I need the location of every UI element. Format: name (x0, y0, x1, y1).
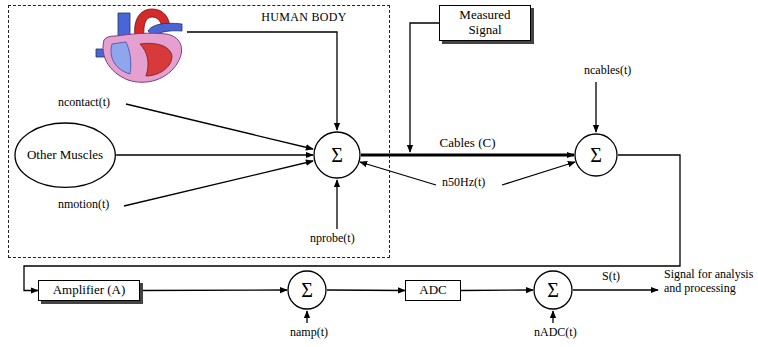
signal-connector (461, 289, 533, 291)
left-ventricle (140, 43, 172, 76)
label-holder: ncontact(t) (58, 96, 110, 110)
signal-name: nprobe(t) (310, 232, 355, 246)
node-text: Measured Signal (444, 8, 526, 38)
label-holder: nprobe(t) (310, 232, 355, 246)
output-arrow (573, 289, 658, 290)
connector-label: Cables (C) (438, 135, 498, 151)
sum-circle: Σ (313, 131, 361, 179)
noise-arrow (124, 161, 313, 206)
signal-name: ncontact(t) (58, 96, 110, 110)
node-text: Σ (547, 280, 559, 300)
sum-outline (314, 132, 360, 178)
measured-signal-pointer (410, 23, 440, 152)
node-text: Σ (331, 145, 343, 165)
node-text: Amplifier (A) (53, 283, 126, 298)
node-text: Σ (301, 280, 313, 300)
heart-signal-arrow (187, 32, 337, 130)
sum-outline (288, 271, 326, 309)
signal-name: nmotion(t) (58, 198, 109, 212)
noise-arrow (336, 180, 337, 229)
heart-body (103, 33, 182, 82)
label-holder: Signal for analysis and processing (664, 268, 754, 296)
signal-connector (116, 154, 313, 155)
label-holder: nmotion(t) (58, 198, 109, 212)
label-holder: n50Hz(t) (442, 176, 485, 190)
ellipse-outline (15, 123, 115, 187)
noise-arrow (126, 104, 313, 149)
process-box: Measured Signal (439, 5, 531, 41)
signal-name: namp(t) (290, 326, 328, 340)
sum-outline (575, 134, 617, 176)
node-text: Other Muscles (27, 148, 103, 163)
label-holder: S(t) (602, 270, 620, 284)
signal-connector (140, 289, 287, 291)
signal-name: nADC(t) (534, 326, 577, 340)
label-holder: Cables (C) (438, 135, 498, 151)
sum-circle: Σ (574, 133, 618, 177)
noise-arrow (552, 311, 553, 323)
signal-connector (361, 154, 574, 157)
right-ventricle (111, 42, 131, 74)
sum-outline (534, 271, 572, 309)
signal-name: n50Hz(t) (442, 176, 485, 190)
noise-arrow (595, 82, 596, 132)
signal-name: S(t) (602, 270, 620, 284)
heart-illustration (96, 9, 182, 82)
amplifier-box: Amplifier (A) (38, 280, 140, 301)
label-holder: ncables(t) (584, 64, 631, 78)
noise-arrow (360, 162, 436, 185)
signal-name: ncables(t) (584, 64, 631, 78)
adc-box: ADC (405, 280, 461, 301)
sum-circle: Σ (533, 270, 573, 310)
sum-circle: Σ (287, 270, 327, 310)
output-note: Signal for analysis and processing (664, 268, 754, 296)
noise-arrow (306, 311, 307, 323)
node-text: ADC (419, 283, 446, 298)
noise-arrow (502, 162, 575, 185)
label-holder: nADC(t) (534, 326, 577, 340)
source-ellipse: Other Muscles (14, 122, 116, 188)
label-holder: namp(t) (290, 326, 328, 340)
node-text: Σ (590, 145, 602, 165)
body-region: Other Muscles Σ HUMAN BODY (8, 5, 390, 258)
signal-connector (327, 289, 405, 291)
leader-arrows (124, 23, 658, 323)
signal-connector (24, 155, 680, 291)
node-text: HUMAN BODY (261, 11, 346, 25)
